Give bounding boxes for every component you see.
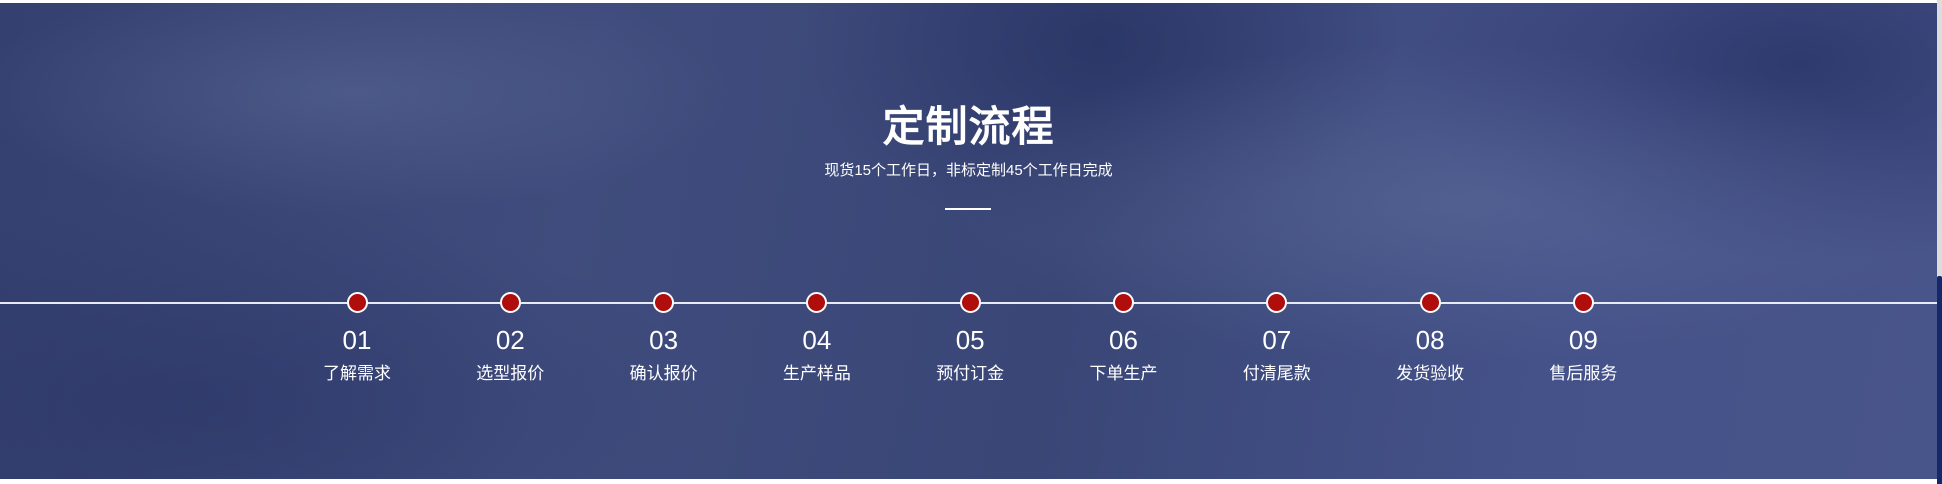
timeline-step: 04 生产样品	[747, 292, 887, 385]
step-dot-icon	[1266, 292, 1288, 313]
step-number: 09	[1568, 325, 1598, 355]
step-dot-icon	[499, 292, 521, 313]
step-label: 发货验收	[1396, 364, 1465, 383]
step-label: 预付订金	[936, 364, 1005, 383]
timeline-step: 01 了解需求	[287, 292, 427, 385]
step-label: 确认报价	[629, 364, 698, 383]
step-dot-icon	[653, 292, 675, 313]
timeline-step: 03 确认报价	[594, 292, 734, 385]
step-dot-icon	[346, 292, 368, 313]
scrollbar-thumb[interactable]	[1937, 276, 1942, 484]
step-number: 01	[342, 325, 372, 355]
step-number: 04	[802, 325, 832, 355]
step-dot-icon	[1113, 292, 1134, 313]
timeline-step: 02 选型报价	[440, 292, 580, 385]
step-label: 生产样品	[782, 364, 851, 383]
step-number: 05	[955, 325, 985, 355]
timeline-step: 07 付清尾款	[1207, 292, 1347, 385]
step-dot-icon	[1419, 292, 1441, 313]
timeline-step: 05 预付订金	[900, 292, 1040, 385]
step-number: 06	[1109, 325, 1138, 355]
scrollbar-track[interactable]	[1937, 0, 1942, 484]
step-number: 03	[649, 325, 679, 355]
step-number: 07	[1262, 325, 1292, 355]
step-label: 售后服务	[1549, 364, 1618, 383]
step-dot-icon	[959, 292, 981, 313]
step-number: 02	[495, 325, 525, 355]
timeline-step: 06 下单生产	[1054, 292, 1194, 385]
step-number: 08	[1415, 325, 1445, 355]
step-label: 了解需求	[323, 364, 391, 383]
section-subtitle: 现货15个工作日，非标定制45个工作日完成	[824, 162, 1113, 179]
timeline-step: 08 发货验收	[1360, 292, 1500, 385]
step-label: 下单生产	[1089, 364, 1158, 383]
step-label: 选型报价	[476, 364, 545, 383]
section-title: 定制流程	[882, 103, 1055, 150]
title-divider	[945, 208, 991, 210]
step-dot-icon	[806, 292, 828, 313]
timeline-step: 09 售后服务	[1513, 292, 1653, 385]
step-dot-icon	[1572, 292, 1594, 313]
step-label: 付清尾款	[1242, 364, 1311, 383]
